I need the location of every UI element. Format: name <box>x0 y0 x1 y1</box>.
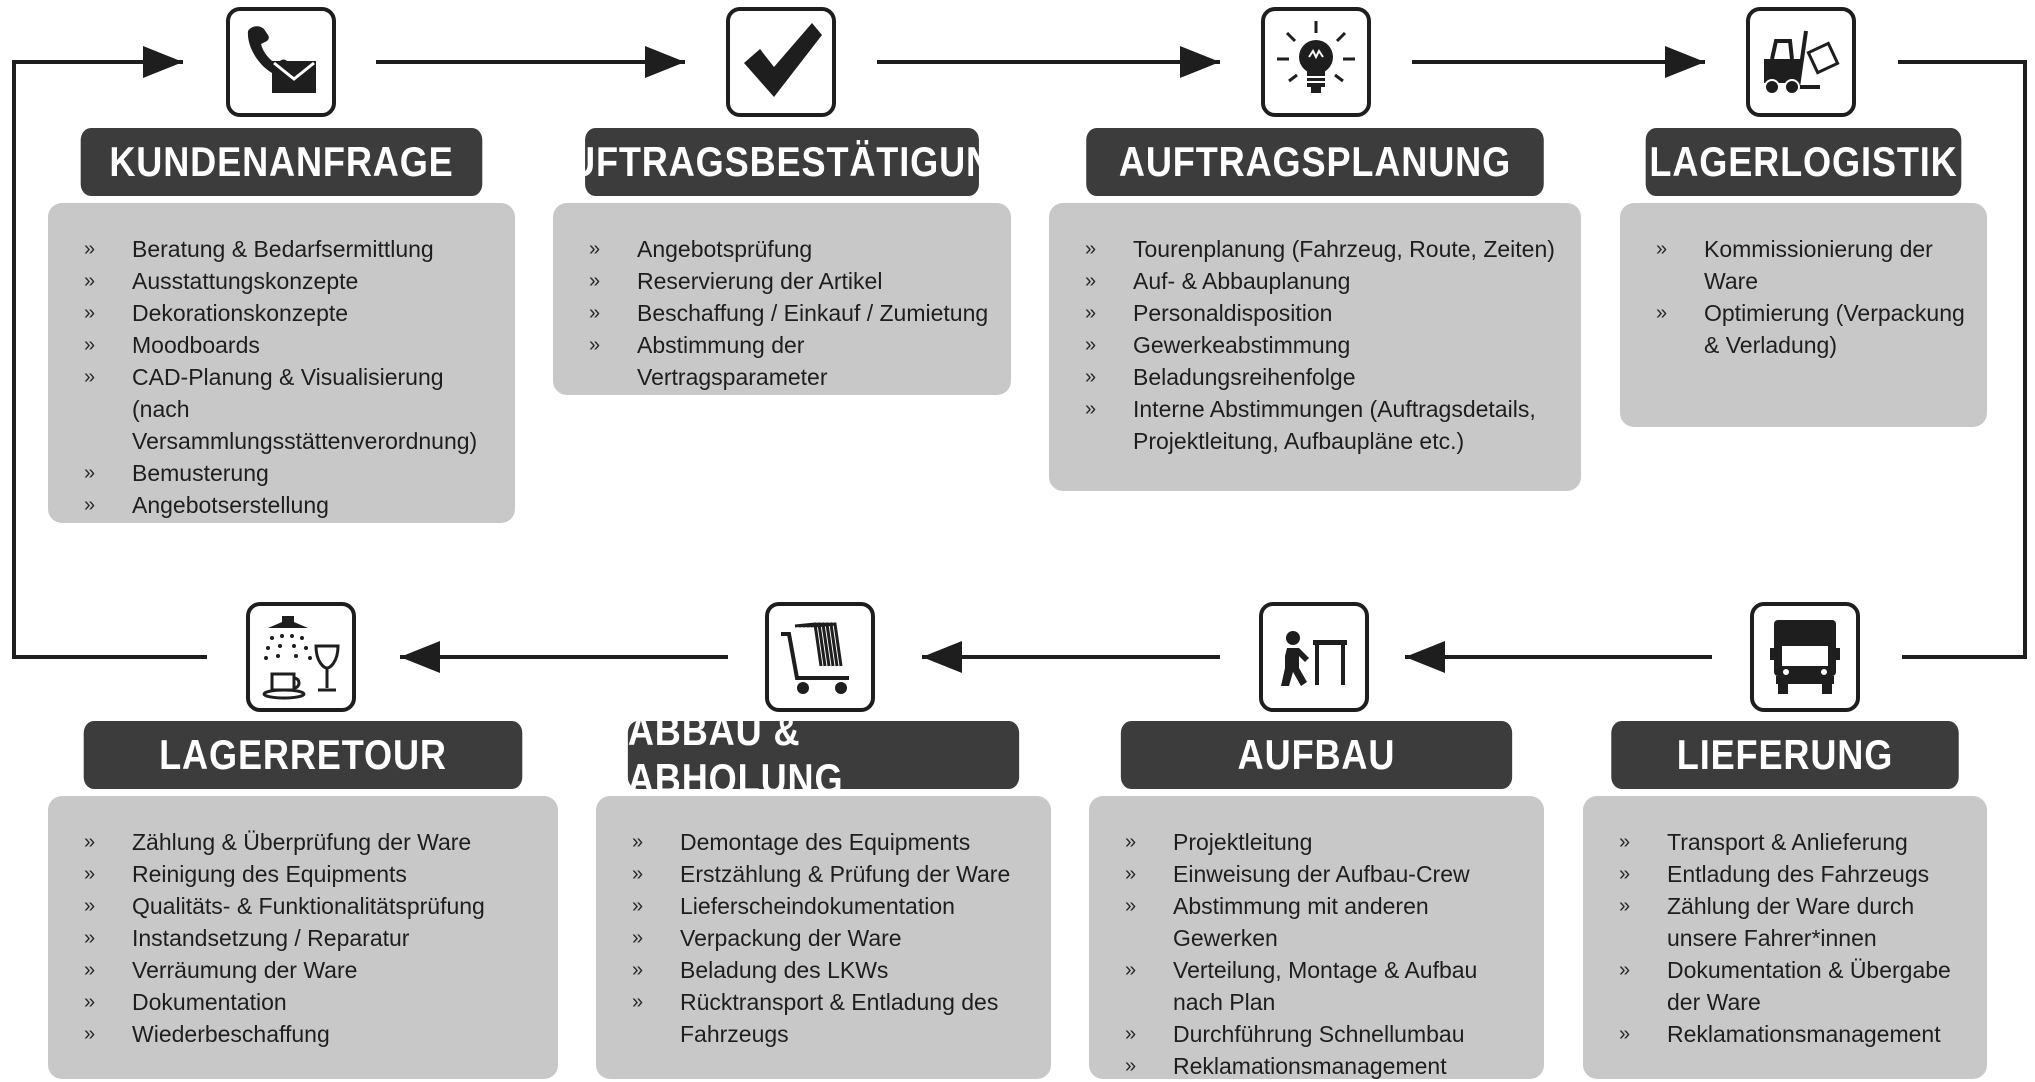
step-header-abbau-abholung: ABBAU & ABHOLUNG <box>627 707 1020 802</box>
item-list: »Projektleitung »Einweisung der Aufbau-C… <box>1119 826 1524 1082</box>
arrow-8-to-1 <box>12 46 207 659</box>
step-card-auftragsplanung: »Tourenplanung (Fahrzeug, Route, Zeiten)… <box>1049 203 1581 491</box>
step-card-abbau-abholung: »Demontage des Equipments »Erstzählung &… <box>596 796 1051 1079</box>
list-item: »Rücktransport & Entladung des Fahrzeugs <box>632 989 999 1047</box>
list-item: »Instandsetzung / Reparatur <box>84 925 410 951</box>
step-header-aufbau: AUFBAU <box>1120 721 1513 789</box>
list-item: »Abstimmung mit anderen Gewerken <box>1125 893 1429 951</box>
list-item: »Moodboards <box>84 332 260 358</box>
list-item: »Personaldisposition <box>1085 300 1333 326</box>
list-item: »Tourenplanung (Fahrzeug, Route, Zeiten) <box>1085 236 1555 262</box>
list-item: »Beschaffung / Einkauf / Zumietung <box>589 300 989 326</box>
step-card-auftragsbestaetigung: »Angebotsprüfung »Reservierung der Artik… <box>553 203 1011 395</box>
list-item: »Reinigung des Equipments <box>84 861 407 887</box>
list-item: »Projektleitung <box>1125 829 1313 855</box>
list-item: »Beratung & Bedarfsermittlung <box>84 236 434 262</box>
step-card-aufbau: »Projektleitung »Einweisung der Aufbau-C… <box>1089 796 1544 1079</box>
item-list: »Zählung & Überprüfung der Ware »Reinigu… <box>78 826 538 1050</box>
list-item: »Ausstattungskonzepte <box>84 268 359 294</box>
list-item: »Reklamationsmanagement <box>1125 1053 1447 1079</box>
step-card-lieferung: »Transport & Anlieferung »Entladung des … <box>1583 796 1987 1079</box>
arrow-4-to-5 <box>1898 60 2027 659</box>
step-header-kundenanfrage: KUNDENANFRAGE <box>80 128 483 196</box>
checkmark-icon <box>726 7 836 117</box>
list-item: »Interne Abstimmungen (Auftragsdetails, … <box>1085 396 1536 454</box>
step-header-lieferung: LIEFERUNG <box>1611 721 1959 789</box>
step-card-kundenanfrage: »Beratung & Bedarfsermittlung »Ausstattu… <box>48 203 515 523</box>
step-card-lagerlogistik: »Kommissionierung der Ware »Optimierung … <box>1620 203 1987 427</box>
list-item: »CAD-Planung & Visualisierung (nach Vers… <box>84 364 478 454</box>
list-item: »Wiederbeschaffung <box>84 1021 330 1047</box>
list-item: »Reklamationsmanagement <box>1619 1021 1941 1047</box>
list-item: »Beladungsreihenfolge <box>1085 364 1356 390</box>
list-item: »Auf- & Abbauplanung <box>1085 268 1351 294</box>
list-item: »Zählung der Ware durch unsere Fahrer*in… <box>1619 893 1915 951</box>
item-list: »Transport & Anlieferung »Entladung des … <box>1613 826 1967 1050</box>
list-item: »Gewerkeabstimmung <box>1085 332 1351 358</box>
item-list: »Tourenplanung (Fahrzeug, Route, Zeiten)… <box>1079 233 1561 457</box>
item-list: »Kommissionierung der Ware »Optimierung … <box>1650 233 1967 361</box>
phone-envelope-icon <box>226 7 336 117</box>
list-item: »Optimierung (Verpackung & Verladung) <box>1656 300 1965 358</box>
list-item: »Qualitäts- & Funktionalitätsprüfung <box>84 893 485 919</box>
list-item: »Dokumentation <box>84 989 287 1015</box>
step-header-auftragsplanung: AUFTRAGSPLANUNG <box>1086 128 1544 196</box>
list-item: »Erstzählung & Prüfung der Ware <box>632 861 1011 887</box>
list-item: »Durchführung Schnellumbau <box>1125 1021 1465 1047</box>
list-item: »Entladung des Fahrzeugs <box>1619 861 1930 887</box>
list-item: »Verteilung, Montage & Aufbau nach Plan <box>1125 957 1478 1015</box>
list-item: »Transport & Anlieferung <box>1619 829 1908 855</box>
list-item: »Dekorationskonzepte <box>84 300 349 326</box>
lightbulb-icon <box>1261 7 1371 117</box>
worker-table-icon <box>1259 602 1369 712</box>
list-item: »Dokumentation & Übergabe der Ware <box>1619 957 1951 1015</box>
truck-icon <box>1750 602 1860 712</box>
step-header-lagerlogistik: LAGERLOGISTIK <box>1645 128 1962 196</box>
list-item: »Beladung des LKWs <box>632 957 889 983</box>
list-item: »Demontage des Equipments <box>632 829 971 855</box>
list-item: »Abstimmung der Vertragsparameter <box>589 332 828 390</box>
item-list: »Demontage des Equipments »Erstzählung &… <box>626 826 1031 1050</box>
washing-dishes-icon <box>246 602 356 712</box>
step-header-lagerretour: LAGERRETOUR <box>83 721 523 789</box>
list-item: »Verräumung der Ware <box>84 957 358 983</box>
stacked-chairs-cart-icon <box>765 602 875 712</box>
step-card-lagerretour: »Zählung & Überprüfung der Ware »Reinigu… <box>48 796 558 1079</box>
item-list: »Beratung & Bedarfsermittlung »Ausstattu… <box>78 233 495 521</box>
list-item: »Lieferscheindokumentation <box>632 893 955 919</box>
list-item: »Angebotserstellung <box>84 492 329 518</box>
list-item: »Angebotsprüfung <box>589 236 813 262</box>
list-item: »Kommissionierung der Ware <box>1656 236 1933 294</box>
list-item: »Zählung & Überprüfung der Ware <box>84 829 472 855</box>
list-item: »Reservierung der Artikel <box>589 268 883 294</box>
forklift-icon <box>1746 7 1856 117</box>
list-item: »Bemusterung <box>84 460 269 486</box>
list-item: »Einweisung der Aufbau-Crew <box>1125 861 1470 887</box>
list-item: »Verpackung der Ware <box>632 925 902 951</box>
step-header-auftragsbestaetigung: AUFTRAGSBESTÄTIGUNG <box>542 128 1021 196</box>
item-list: »Angebotsprüfung »Reservierung der Artik… <box>583 233 991 393</box>
